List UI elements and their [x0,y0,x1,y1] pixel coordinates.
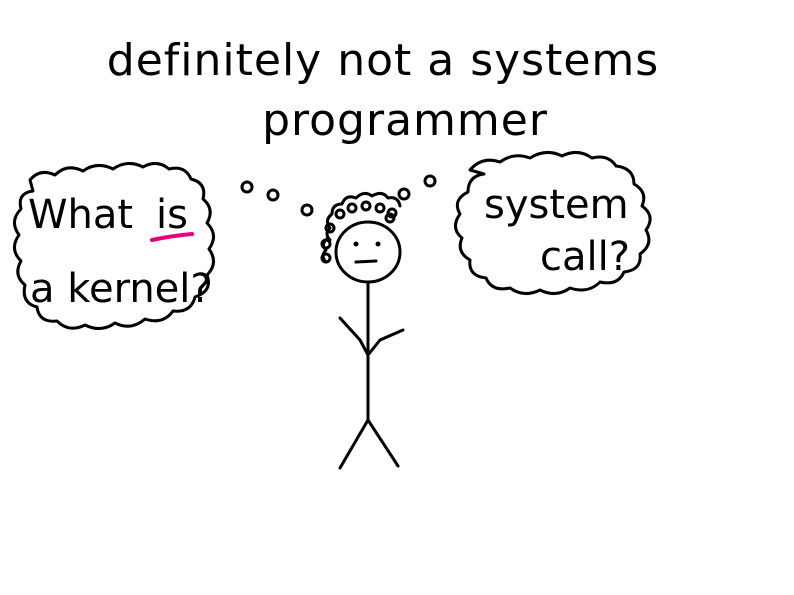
right-bubble-line2: call? [540,234,630,280]
hair-curls [320,191,402,264]
mouth [354,259,378,264]
left-thought-bubble: What is a kernel? [13,162,215,330]
left-leg [338,418,370,470]
comic-title-line2: programmer [262,95,548,146]
is-underline [150,232,194,242]
right-arm [366,328,405,357]
left-arm [338,316,370,357]
right-leg [366,418,400,468]
left-bubble-line2: a kernel? [30,266,212,312]
right-eye [375,241,381,247]
left-eye [353,241,359,247]
stick-figure-icon [320,191,405,470]
left-bubble-word-what: What [28,192,133,238]
left-thought-dots [240,180,314,217]
right-thought-bubble: system call? [454,151,652,295]
head [334,220,402,284]
right-bubble-line1: system [484,182,629,228]
comic-title-line1: definitely not a systems [107,35,659,86]
left-bubble-word-is: is [156,192,188,238]
